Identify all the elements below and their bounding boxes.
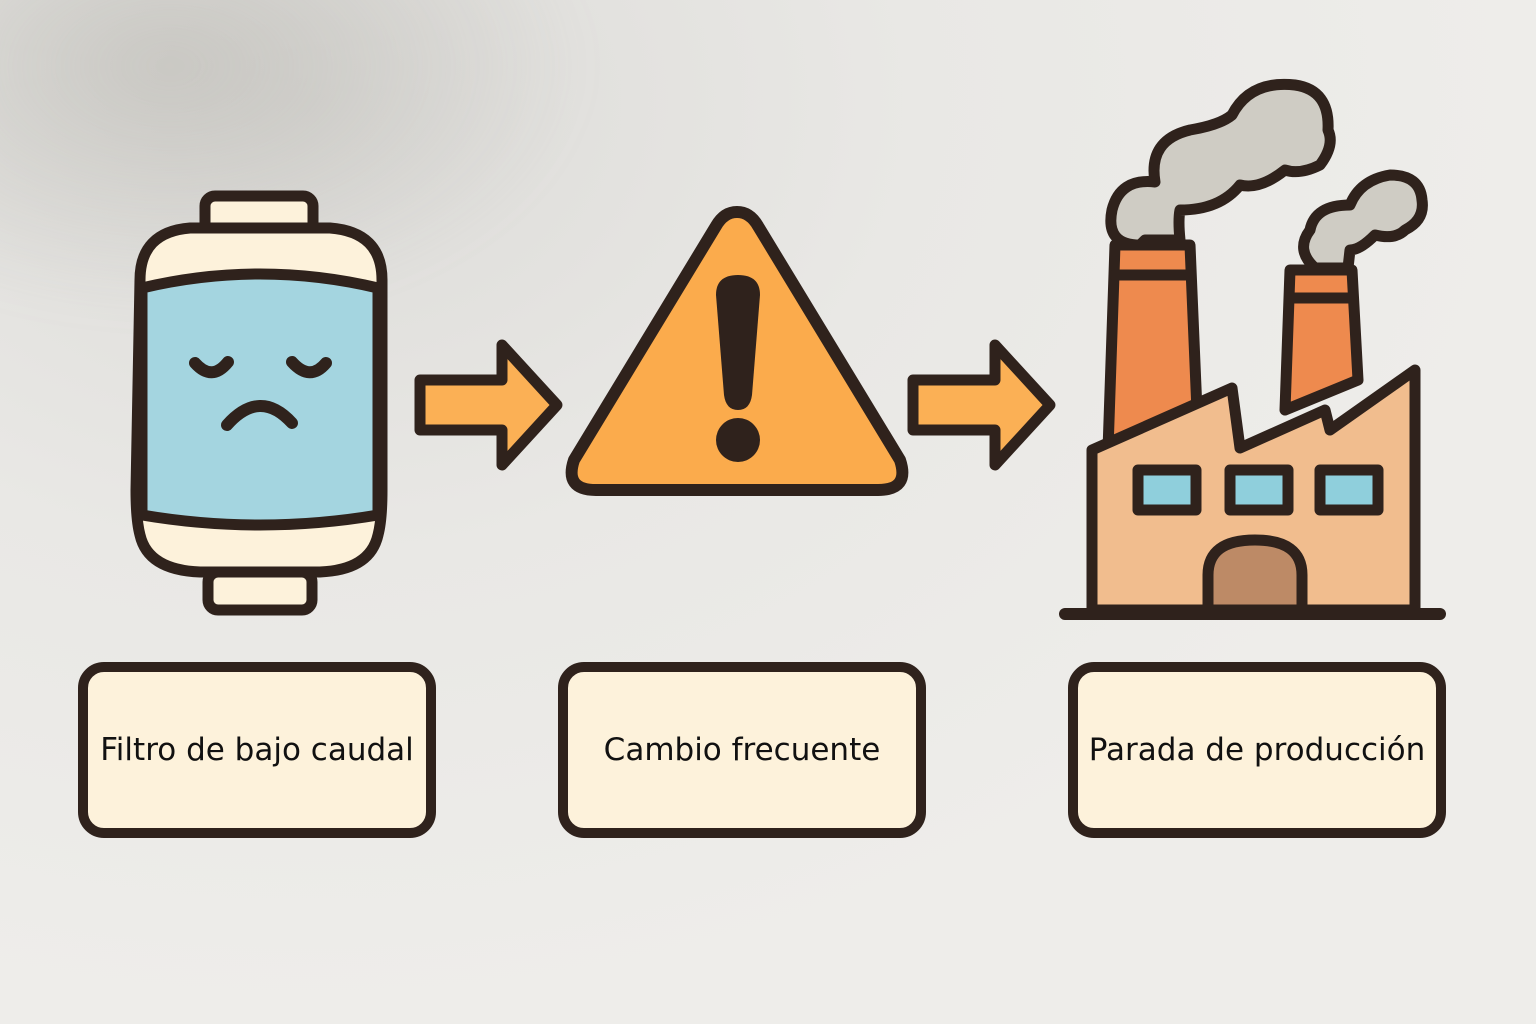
- arrow-right-icon: [907, 339, 1056, 471]
- step-label-box: Cambio frecuente: [558, 662, 926, 838]
- sad-filter-cartridge-icon: [130, 190, 388, 616]
- arrow-right-icon: [414, 339, 563, 471]
- step-label-box: Filtro de bajo caudal: [78, 662, 436, 838]
- step-label-parada: Parada de producción: [1088, 732, 1426, 768]
- step-label-cambio: Cambio frecuente: [603, 732, 881, 768]
- factory-smoke-icon: [1059, 78, 1446, 620]
- warning-triangle-icon: [565, 206, 909, 496]
- step-label-filtro: Filtro de bajo caudal: [100, 732, 414, 768]
- step-label-box: Parada de producción: [1068, 662, 1446, 838]
